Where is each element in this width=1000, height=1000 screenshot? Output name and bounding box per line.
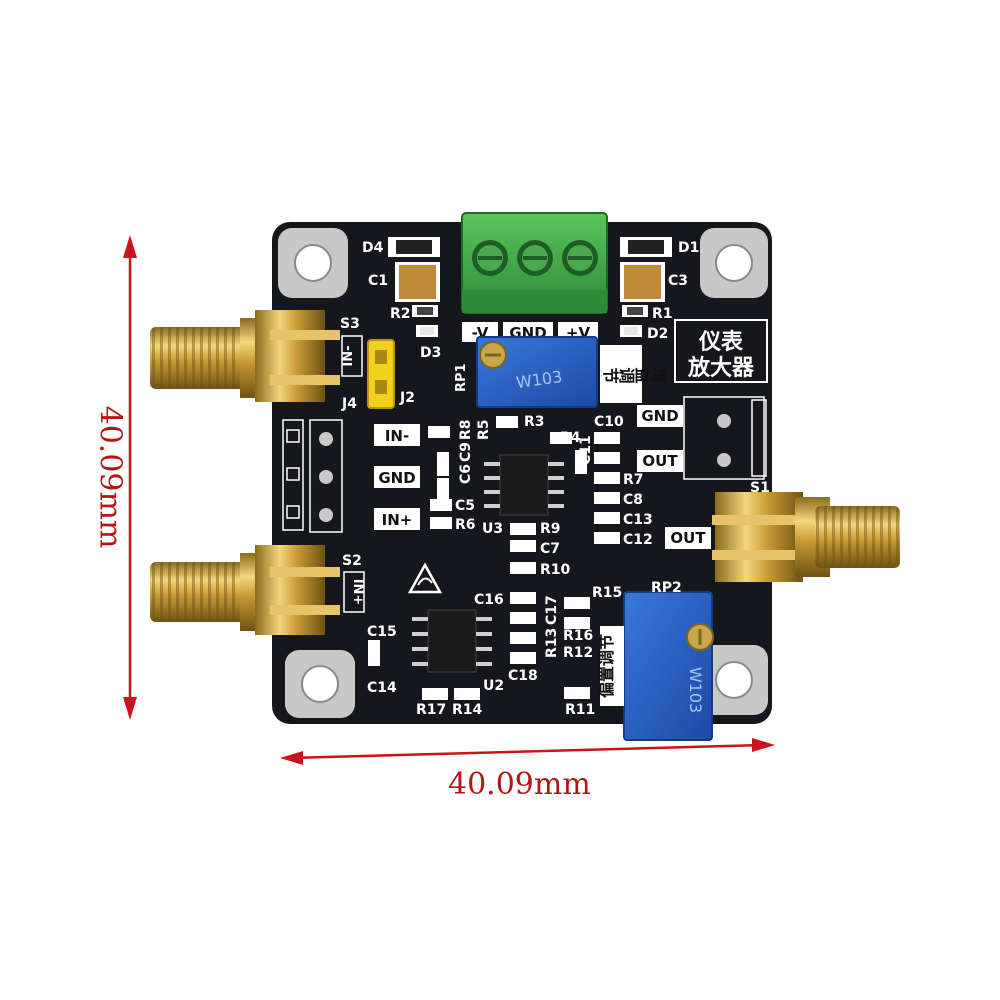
refdes-r6: R6 bbox=[455, 517, 476, 533]
input-labels: IN- GND IN+ bbox=[374, 424, 420, 530]
offset-potentiometer-rp2: W103 bbox=[623, 591, 714, 741]
refdes-r4: R4 bbox=[560, 430, 581, 446]
sma-connector-s2 bbox=[150, 545, 340, 635]
refdes-r14: R14 bbox=[452, 702, 483, 718]
rp2-marking: W103 bbox=[686, 667, 705, 713]
input-label-in-plus: IN+ bbox=[382, 511, 413, 529]
refdes-d2: D2 bbox=[647, 326, 668, 342]
refdes-c13: C13 bbox=[623, 512, 653, 528]
gain-adjust-label: 增益调节 bbox=[602, 365, 668, 384]
refdes-s3: S3 bbox=[340, 316, 360, 332]
output-label-out-sma: OUT bbox=[670, 529, 706, 547]
refdes-r2: R2 bbox=[390, 306, 411, 322]
refdes-r15: R15 bbox=[592, 585, 622, 601]
board-title-line1: 仪表 bbox=[698, 330, 744, 355]
gain-adjust-box bbox=[600, 345, 642, 403]
refdes-r8: R8 bbox=[458, 419, 474, 440]
sma-connector-s3 bbox=[150, 310, 340, 402]
refdes-c14: C14 bbox=[367, 680, 397, 696]
width-dimension-arrow bbox=[280, 738, 775, 765]
width-dimension-label: 40.09mm bbox=[448, 767, 591, 802]
refdes-r3: R3 bbox=[524, 414, 545, 430]
output-label-gnd: GND bbox=[641, 407, 678, 425]
height-dimension-label: 40.09mm bbox=[92, 405, 128, 549]
refdes-u2: U2 bbox=[483, 678, 504, 694]
jumper-j2 bbox=[367, 339, 395, 409]
height-dimension-arrow bbox=[123, 235, 137, 720]
output-label-out-header: OUT bbox=[642, 452, 678, 470]
refdes-r7: R7 bbox=[623, 472, 644, 488]
refdes-d3: D3 bbox=[420, 345, 441, 361]
refdes-r9: R9 bbox=[540, 521, 561, 537]
refdes-c5: C5 bbox=[455, 498, 475, 514]
sma-connector-s1 bbox=[712, 492, 900, 582]
refdes-r1: R1 bbox=[652, 306, 673, 322]
output-labels: GND OUT OUT bbox=[637, 405, 711, 549]
output-header bbox=[683, 396, 767, 480]
input-label-in-minus: IN- bbox=[385, 427, 409, 445]
refdes-s2: S2 bbox=[342, 553, 362, 569]
refdes-c12: C12 bbox=[623, 532, 653, 548]
offset-adjust-label: 偏置调节 bbox=[597, 634, 616, 698]
sma-label-in-plus: IN+ bbox=[350, 579, 365, 606]
input-header-j4 bbox=[282, 419, 343, 533]
refdes-c1: C1 bbox=[368, 273, 388, 289]
power-screw-terminal bbox=[461, 212, 608, 314]
gain-potentiometer-rp1: W103 bbox=[476, 336, 598, 408]
refdes-j4: J4 bbox=[341, 396, 357, 412]
refdes-c10: C10 bbox=[594, 414, 624, 430]
refdes-c7: C7 bbox=[540, 541, 560, 557]
refdes-c8: C8 bbox=[623, 492, 643, 508]
esd-warning-icon bbox=[407, 562, 443, 594]
refdes-r17: R17 bbox=[416, 702, 446, 718]
top-smd-parts bbox=[388, 237, 672, 337]
ic-u2 bbox=[412, 609, 492, 673]
mounting-holes bbox=[278, 228, 768, 718]
board-title-line2: 放大器 bbox=[687, 355, 755, 381]
refdes-c11: C11 bbox=[578, 435, 594, 465]
sma-label-box-in-minus bbox=[341, 335, 363, 377]
refdes-r11: R11 bbox=[565, 702, 595, 718]
refdes-s1: S1 bbox=[750, 480, 770, 496]
passive-components bbox=[368, 416, 620, 700]
offset-adjust-box bbox=[600, 626, 624, 706]
refdes-r16: R16 bbox=[563, 628, 593, 644]
title-box bbox=[674, 319, 768, 383]
refdes-rp1: RP1 bbox=[454, 363, 469, 392]
refdes-d4: D4 bbox=[362, 240, 384, 256]
refdes-r10: R10 bbox=[540, 562, 571, 578]
refdes-r12: R12 bbox=[563, 645, 593, 661]
sma-label-in-minus: IN- bbox=[341, 345, 356, 366]
refdes-j2: J2 bbox=[399, 390, 415, 406]
refdes-u3: U3 bbox=[482, 521, 503, 537]
refdes-c16: C16 bbox=[474, 592, 504, 608]
ic-u3 bbox=[484, 454, 564, 516]
refdes-r5: R5 bbox=[476, 419, 492, 440]
refdes-c17: C17 bbox=[544, 595, 560, 625]
input-label-gnd: GND bbox=[378, 469, 415, 487]
refdes-c18: C18 bbox=[508, 668, 538, 684]
refdes-r13: R13 bbox=[544, 628, 560, 658]
refdes-c15: C15 bbox=[367, 624, 397, 640]
sma-label-box-in-plus bbox=[343, 571, 365, 613]
refdes-rp2: RP2 bbox=[651, 580, 682, 596]
refdes-c3: C3 bbox=[668, 273, 688, 289]
refdes-c6: C6 bbox=[458, 464, 474, 484]
refdes-d1: D1 bbox=[678, 240, 699, 256]
refdes-c9: C9 bbox=[458, 442, 474, 462]
